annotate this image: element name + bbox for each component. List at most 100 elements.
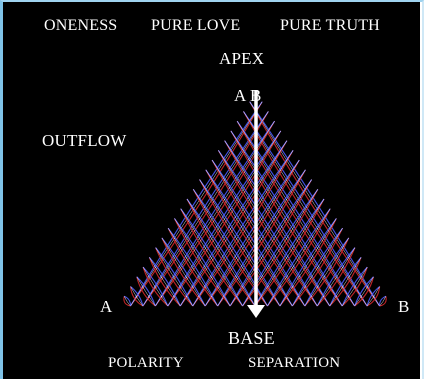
strand-white — [192, 150, 294, 307]
strand-white — [130, 101, 263, 307]
strand-blue — [354, 276, 374, 307]
strand-white — [193, 189, 268, 307]
label-pure-love: PURE LOVE — [151, 17, 241, 34]
strand-white — [317, 247, 356, 307]
strand-red — [249, 101, 380, 307]
strand-white — [354, 276, 374, 307]
strand-blue — [174, 218, 231, 307]
strand-blue — [130, 286, 144, 307]
label-polarity: POLARITY — [108, 355, 184, 371]
strand-blue — [136, 276, 156, 307]
strand-white — [161, 237, 206, 307]
strand-red — [148, 257, 181, 307]
strand-blue — [304, 237, 350, 307]
strand-red — [316, 247, 356, 307]
strand-blue — [291, 227, 343, 307]
strand-blue — [224, 140, 331, 307]
strand-red — [341, 266, 368, 307]
strand-red — [329, 257, 362, 307]
strand-blue — [236, 120, 356, 307]
label-apex-points: A B — [234, 86, 262, 105]
strand-blue — [148, 257, 181, 307]
strand-red — [279, 218, 337, 307]
strand-red — [186, 198, 256, 307]
strand-white — [254, 198, 325, 307]
central-axis-arrow — [247, 90, 265, 318]
strand-red — [366, 286, 381, 307]
strand-white — [155, 247, 193, 307]
strand-blue — [266, 208, 331, 307]
strand-blue — [129, 101, 263, 307]
down-arrow-icon — [247, 305, 265, 318]
strand-blue — [179, 140, 288, 307]
strand-red — [242, 189, 319, 307]
strand-white — [142, 111, 269, 307]
label-apex: APEX — [219, 49, 265, 68]
strand-red — [180, 208, 243, 307]
strand-red — [217, 169, 306, 307]
strand-white — [249, 101, 380, 307]
strand-red — [354, 276, 374, 307]
strand-red — [379, 296, 387, 307]
strand-blue — [378, 295, 387, 307]
strand-red — [129, 286, 144, 307]
strand-red — [130, 101, 263, 307]
strand-red — [254, 198, 325, 307]
strand-white — [155, 121, 275, 307]
strand-white — [366, 286, 380, 307]
strand-blue — [154, 120, 275, 307]
strand-red — [267, 208, 331, 307]
strand-red — [123, 296, 131, 307]
strand-blue — [167, 227, 219, 307]
strand-blue — [217, 150, 318, 307]
strand-white — [174, 218, 231, 307]
strand-blue — [243, 111, 368, 307]
strand-blue — [199, 179, 281, 307]
strand-red — [154, 120, 276, 307]
strand-red — [161, 237, 206, 307]
strand-red — [229, 179, 313, 307]
strand-white — [242, 189, 319, 307]
strand-white — [124, 296, 131, 307]
strand-blue — [242, 188, 319, 307]
strand-white — [267, 208, 331, 307]
label-base: BASE — [228, 328, 275, 348]
strand-white — [218, 150, 318, 307]
strand-white — [199, 179, 281, 307]
strand-blue — [249, 101, 381, 307]
strand-red — [136, 276, 156, 307]
strand-white — [136, 276, 156, 307]
strand-white — [243, 111, 368, 307]
strand-red — [167, 227, 219, 307]
label-point-a: A — [100, 297, 113, 316]
strand-white — [304, 237, 349, 307]
strand-white — [229, 179, 312, 307]
label-pure-truth: PURE TRUTH — [280, 17, 380, 34]
strand-white — [142, 266, 169, 307]
strand-white — [292, 228, 343, 307]
strand-red — [291, 227, 344, 307]
strand-white — [236, 121, 355, 307]
strand-white — [180, 208, 243, 307]
strand-white — [186, 198, 256, 307]
strand-red — [192, 189, 268, 307]
strand-white — [341, 266, 368, 307]
strand-red — [179, 140, 288, 307]
diagram-panel — [3, 2, 420, 379]
label-separation: SEPARATION — [248, 355, 341, 371]
strand-red — [304, 237, 350, 307]
strand-blue — [124, 295, 132, 307]
strand-white — [279, 218, 337, 307]
strand-white — [205, 169, 293, 307]
strand-blue — [142, 266, 169, 307]
strand-red — [205, 169, 293, 307]
label-oneness: ONENESS — [44, 17, 118, 34]
strand-red — [236, 120, 356, 307]
strand-blue — [279, 218, 337, 307]
strand-blue — [217, 169, 306, 307]
label-point-b: B — [398, 297, 410, 316]
strand-red — [199, 179, 281, 307]
strand-blue — [192, 188, 268, 307]
strand-blue — [366, 286, 380, 307]
